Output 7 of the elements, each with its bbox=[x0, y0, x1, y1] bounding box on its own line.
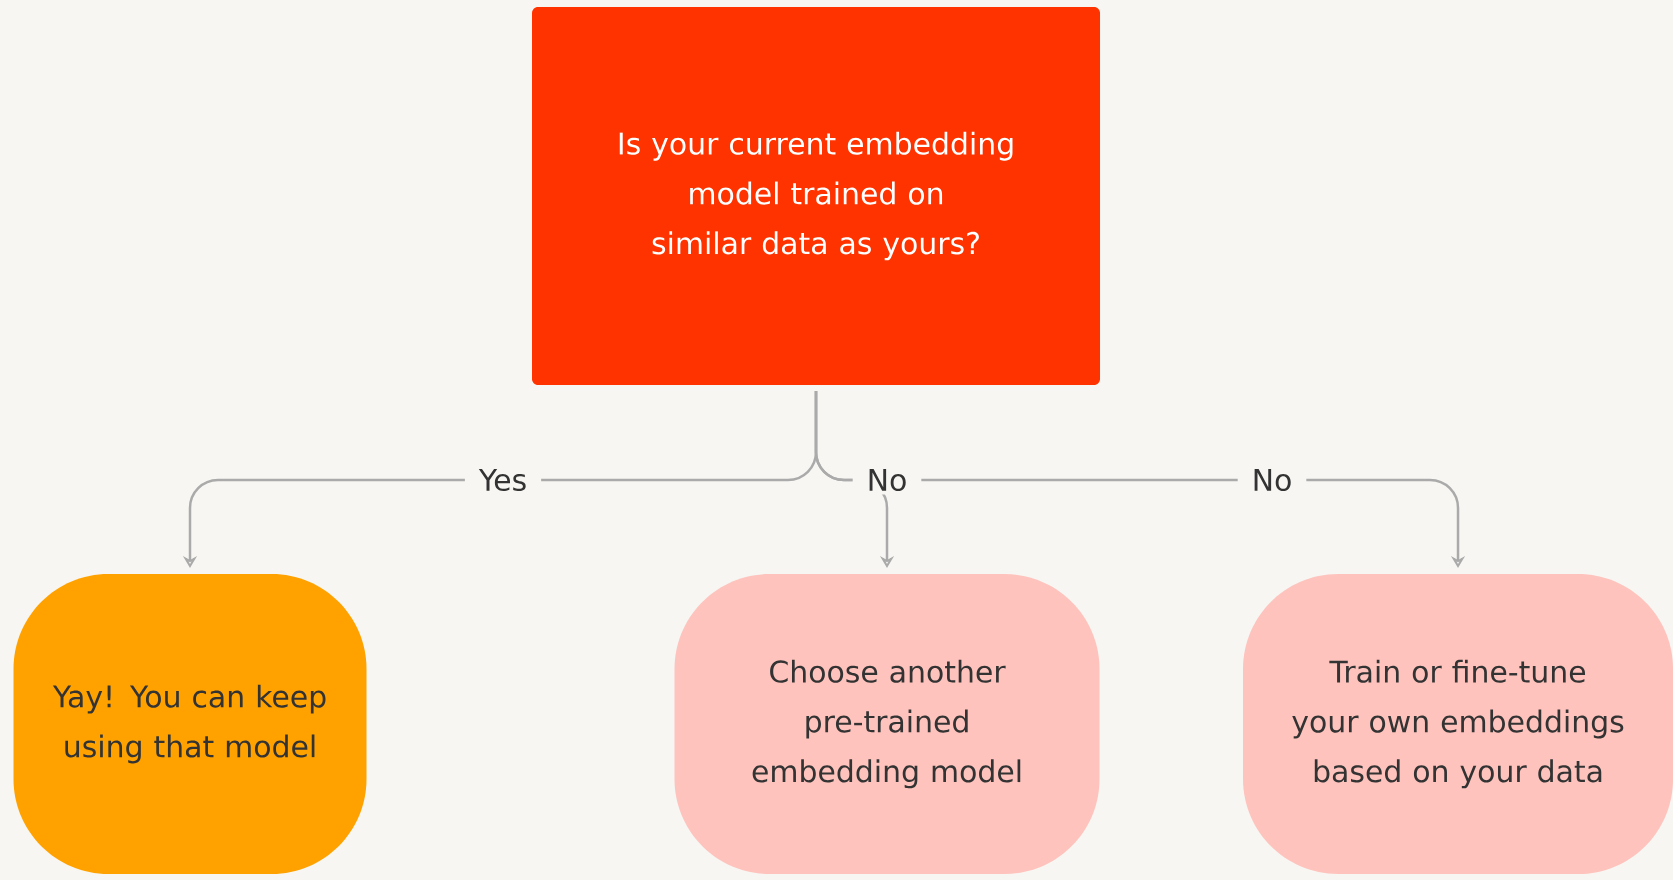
outcome-box: Yay! You can keep using that model bbox=[13, 574, 367, 874]
edge-label: Yes bbox=[464, 465, 542, 495]
edge-label: No bbox=[1237, 465, 1307, 495]
outcome-box: Choose another pre-trained embedding model bbox=[674, 574, 1100, 874]
decision-box: Is your current embedding model trained on similar data as yours? bbox=[532, 7, 1100, 385]
outcome-box: Train or fine-tune your own embeddings based on your data bbox=[1243, 574, 1673, 874]
edge-label: No bbox=[852, 465, 922, 495]
